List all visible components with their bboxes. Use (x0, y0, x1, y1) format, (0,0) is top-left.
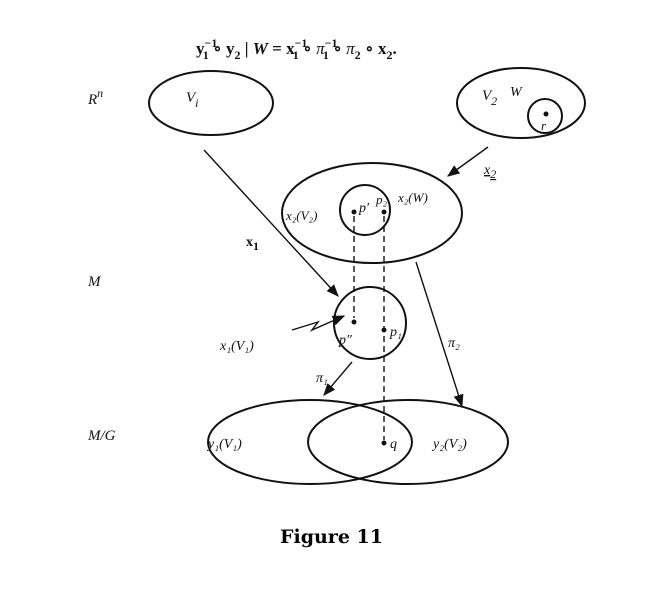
point-p2 (381, 209, 387, 215)
label-x2-arrow: x2 (483, 163, 496, 181)
formula-pi2-sub: 2 (355, 48, 361, 62)
formula-y2: y (226, 39, 235, 58)
formula-y1-sup: −1 (205, 36, 218, 50)
formula-compose1: ∘ (209, 39, 226, 58)
circle-x1v1 (333, 286, 407, 360)
formula-W: W (253, 39, 270, 58)
circle-w (527, 98, 563, 134)
label-q: q (390, 437, 397, 452)
label-y2v2: y₂(V₂) (431, 437, 467, 452)
label-x1v1: x₁(V₁) (219, 339, 254, 354)
point-p-prime (351, 209, 357, 215)
formula-pi1-sub: 1 (323, 48, 329, 62)
label-p1: p₁ (389, 325, 402, 340)
pointer-arrow (291, 315, 346, 332)
label-p2: p₂ (375, 192, 388, 207)
arrow-pi2 (415, 261, 464, 408)
label-y1v1: y₁(V₁) (206, 437, 242, 452)
point-p-dprime (351, 319, 357, 325)
ellipse-y2v2 (307, 399, 509, 485)
label-v2: V2 (482, 88, 497, 108)
formula-y2-sub: 2 (235, 48, 241, 62)
svg-text:y−11 ∘ y2 | W = x−11 ∘ π−11 ∘: y−11 ∘ y2 | W = x−11 ∘ π−11 ∘ π2 ∘ x2. (196, 36, 397, 62)
arrow-pi1 (323, 361, 353, 396)
formula-y1-sub: 1 (203, 48, 209, 62)
circle-x2w (339, 184, 391, 236)
formula-pi1-sup: −1 (325, 36, 338, 50)
arrow-x2 (446, 146, 489, 177)
label-x1-arrow: x1 (246, 235, 259, 253)
label-pi1-arrow: π₁ (316, 371, 328, 386)
formula-compose2: ∘ (299, 39, 316, 58)
formula-x1: x (286, 39, 295, 58)
formula-period: . (393, 39, 397, 58)
formula-compose3: ∘ (329, 39, 346, 58)
formula-pi2: π (346, 39, 355, 58)
formula-pi1: π (316, 39, 325, 58)
label-p-prime: p′ (358, 201, 370, 216)
label-p-dprime: p″ (338, 333, 352, 348)
formula-compose4: ∘ (361, 39, 378, 58)
formula-x2: x (378, 39, 387, 58)
label-w-top: W (510, 85, 523, 100)
formula-x1-sup: −1 (295, 36, 308, 50)
row-label-m: M (87, 274, 102, 290)
figure-caption: Figure 11 (280, 526, 383, 548)
label-vi: Vi (186, 90, 199, 110)
ellipse-y1v1 (207, 399, 413, 485)
formula-x1-sub: 1 (293, 48, 299, 62)
ellipse-v2 (456, 67, 586, 139)
point-r (543, 111, 549, 117)
row-label-mg: M/G (87, 428, 116, 444)
point-p1 (381, 327, 387, 333)
ellipse-x2v2 (281, 162, 463, 264)
label-r: r (541, 118, 547, 133)
arrow-x1 (203, 149, 339, 297)
point-q (381, 440, 387, 446)
label-x2v2: x₂(V₂) (285, 208, 317, 223)
row-label-rn: Rn (87, 86, 103, 108)
formula-x2-sub: 2 (387, 48, 393, 62)
label-pi2-arrow: π₂ (448, 336, 460, 351)
formula-bar: | (241, 39, 253, 58)
formula-eq: = (268, 39, 286, 58)
label-x2w: x₂(W) (397, 190, 428, 205)
formula-y1: y (196, 39, 205, 58)
ellipse-vi (148, 70, 274, 136)
